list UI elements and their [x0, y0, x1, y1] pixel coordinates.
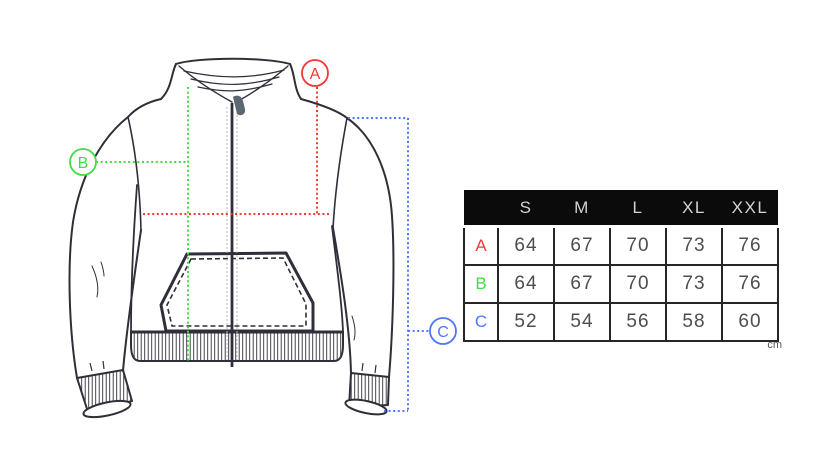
cell-a-xxl: 76: [721, 225, 779, 266]
cell-b-m: 67: [553, 264, 611, 304]
left-sleeve-seam: [127, 116, 142, 231]
hood-inner-line: [183, 69, 285, 78]
table-row-a: A 64 67 70 73 76: [463, 225, 779, 266]
right-sleeve-outer: [346, 117, 395, 378]
hood-top: [175, 57, 291, 65]
size-table: S M L XL XXL A 64 67 70 73 76 B 64 67 70…: [463, 190, 779, 342]
cell-b-xl: 73: [665, 264, 723, 304]
col-header-xl: XL: [666, 190, 722, 228]
cell-c-s: 52: [497, 302, 555, 342]
cell-c-l: 56: [609, 302, 667, 342]
zipper-pull: [233, 95, 246, 116]
table-header-row: S M L XL XXL: [464, 190, 778, 228]
cell-c-xl: 58: [665, 302, 723, 342]
cell-a-xl: 73: [665, 225, 723, 266]
hem-band: [130, 331, 344, 362]
hood-inner-line: [190, 76, 280, 85]
left-cuff-opening: [82, 399, 132, 419]
right-cuff-opening: [344, 398, 388, 416]
measure-line-b: [96, 87, 189, 361]
cell-b-l: 70: [609, 264, 667, 304]
marker-b-label: B: [78, 155, 89, 172]
left-sleeve-outer: [68, 116, 129, 379]
body-right-edge: [331, 225, 344, 333]
measure-line-a: [143, 87, 331, 215]
cell-b-xxl: 76: [721, 264, 779, 304]
col-header-l: L: [610, 190, 666, 228]
cell-a-l: 70: [609, 225, 667, 266]
hoodie-diagram: A B C: [68, 57, 457, 419]
right-sleeve-seam: [332, 117, 348, 229]
measure-line-c: [348, 117, 430, 412]
marker-b-circle: [69, 148, 97, 176]
col-header-s: S: [498, 190, 554, 228]
cell-c-xxl: 60: [721, 302, 779, 342]
hood-right-edge: [289, 63, 302, 100]
cell-b-s: 64: [497, 264, 555, 304]
marker-c-label: C: [437, 324, 449, 341]
body-left-edge: [130, 184, 138, 333]
left-shoulder: [127, 98, 162, 118]
row-label-b: B: [463, 264, 499, 304]
crease: [91, 265, 99, 298]
pocket-stitching: [166, 257, 307, 327]
left-cuff-ticks: [89, 360, 105, 372]
row-label-a: A: [463, 225, 499, 266]
left-sleeve-inner: [122, 229, 142, 372]
crease: [351, 315, 356, 341]
right-cuff: [348, 372, 390, 408]
right-cuff-ticks: [361, 362, 377, 374]
right-sleeve-inner: [332, 227, 352, 374]
hood-inner-line: [197, 83, 273, 92]
marker-a-label: A: [310, 66, 321, 83]
hood-left-edge: [160, 63, 177, 100]
row-label-c: C: [463, 302, 499, 342]
cell-c-m: 54: [553, 302, 611, 342]
hoodie-outline: [68, 57, 395, 379]
marker-a-circle: [301, 59, 329, 87]
right-shoulder: [300, 98, 348, 119]
marker-c-circle: [429, 317, 457, 345]
table-row-b: B 64 67 70 73 76: [463, 264, 779, 304]
corner-cell: [464, 190, 498, 228]
cell-a-m: 67: [553, 225, 611, 266]
col-header-m: M: [554, 190, 610, 228]
crease: [100, 261, 105, 277]
unit-label: cm: [767, 339, 782, 351]
table-row-c: C 52 54 56 58 60: [463, 302, 779, 342]
cell-a-s: 64: [497, 225, 555, 266]
col-header-xxl: XXL: [722, 190, 778, 228]
